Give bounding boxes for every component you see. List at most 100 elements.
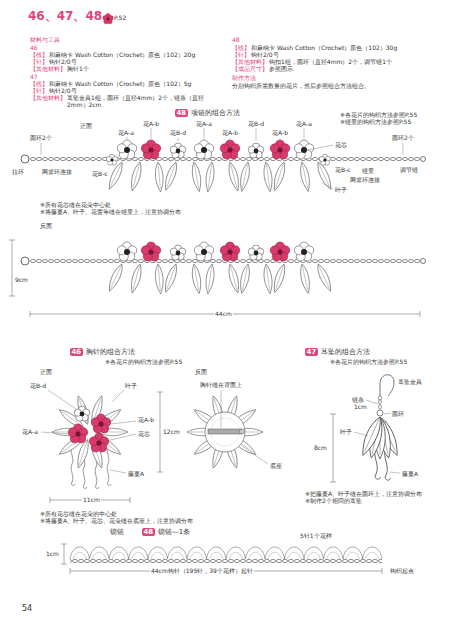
annotation-label: 【针】: [30, 87, 48, 94]
annotation-label: 网篮环连接: [350, 176, 380, 183]
label-slot: 54: [22, 604, 32, 613]
annotation-label: 【其他材料】: [30, 94, 66, 101]
label-slot: 【线】: [30, 80, 48, 87]
flower: [170, 143, 186, 158]
leaf: [154, 264, 164, 295]
leaf: [162, 161, 179, 192]
label-slot: 花A-a: [196, 120, 212, 127]
annotation-label: 46: [70, 348, 83, 356]
label-slot: 1cm: [46, 550, 59, 557]
annotation-label: 钩织起点: [390, 567, 414, 574]
annotation-label: 花B-c: [335, 166, 351, 173]
title-slot: 46、47、48: [28, 9, 102, 23]
flower: [141, 242, 160, 261]
flower: [117, 140, 136, 159]
annotation-label: 参照图示: [269, 65, 293, 72]
label-slot: 材料与工具: [30, 36, 60, 43]
label-slot: 参照图示: [269, 65, 293, 72]
annotation-label: 花A-a: [296, 120, 312, 127]
label-slot: 【其他材料】: [232, 58, 268, 65]
label-slot: 胸针1个: [67, 65, 89, 72]
label-slot: 叶子: [125, 382, 137, 389]
annotation-label: ※将藤蔓A、叶子、花蕾等缝在链里上，注意协调分布: [40, 208, 181, 215]
label-slot: 【其他材料】: [30, 65, 66, 72]
flower-icon: [103, 14, 114, 24]
label-slot: 花B-d: [30, 382, 46, 389]
label-slot: 圆环: [392, 410, 404, 417]
annotation-label: 胸针1个: [67, 65, 89, 72]
label-slot: 反面: [195, 368, 207, 375]
annotation-label: 项链的组合方法: [191, 109, 240, 117]
label-slot: 分别钩织所需数量的花片，然后参照组合方法组合。: [232, 82, 370, 89]
annotation-label: 花A-a: [118, 129, 134, 136]
label-slot: 正面: [40, 368, 52, 375]
leaf: [298, 161, 312, 192]
label-slot: 钩针2/0号: [251, 51, 279, 58]
label-slot: 花B-c: [92, 170, 108, 177]
leaf: [262, 161, 274, 192]
annotation-label: 11cm: [82, 496, 101, 503]
label-slot: 5针1个花样: [300, 532, 332, 539]
annotation-label: 1cm: [354, 403, 367, 410]
leaf: [226, 263, 241, 294]
dimension-line: [30, 311, 420, 317]
leaf: [271, 263, 287, 294]
annotation-label: 花A-b: [222, 129, 238, 136]
label-slot: 正面: [80, 122, 92, 129]
annotation-label: 8cm: [314, 444, 327, 451]
leader-line: [41, 128, 403, 189]
label-slot: 和麻纳卡 Wash Cotton（Crochet）原色（102）30g: [251, 44, 397, 51]
leaf: [358, 415, 385, 458]
flower: [270, 140, 289, 159]
flower: [248, 143, 264, 158]
annotation-label: 【其他材料】: [232, 58, 268, 65]
annotation-label: ※所有花芯缝在花朵的中心处: [40, 510, 117, 517]
label-slot: 【其他材料】: [30, 94, 66, 101]
label-slot: 44cm: [214, 310, 233, 317]
annotation-label: 圆环: [392, 410, 404, 417]
flower: [91, 414, 110, 433]
label-slot: 44cm钩针（195针，39个花样）起针: [150, 567, 254, 574]
flower: [220, 242, 239, 261]
label-slot: ※将藤蔓A、叶子、花蕾等缝在链里上，注意协调分布: [40, 208, 181, 215]
label-slot: 【针】: [30, 58, 48, 65]
leader-line: [221, 390, 268, 464]
label-slot: 11cm: [82, 496, 101, 503]
label-slot: 花芯: [335, 141, 347, 148]
flower: [270, 242, 289, 261]
annotation-label: 9cm: [15, 276, 28, 283]
leaf: [129, 161, 144, 192]
annotation-label: 花芯: [335, 141, 347, 148]
annotation-label: 反面: [40, 222, 52, 229]
annotation-label: 和麻纳卡 Wash Cotton（Crochet）原色（102）20g: [49, 51, 195, 58]
label-slot: 网篮环连接: [42, 168, 72, 175]
label-slot: 链里: [362, 167, 374, 174]
leaf: [262, 263, 274, 294]
label-slot: 花A-a: [22, 428, 38, 435]
annotation-label: P.52: [114, 14, 126, 21]
clasp-ring: [21, 257, 29, 265]
annotation-label: 钩针2/0号: [49, 58, 77, 65]
leaf: [129, 263, 144, 294]
annotation-label: 网篮环连接: [42, 168, 72, 175]
label-slot: ※将藤蔓A、叶子、花芯、花朵缝在底座上，注意协调分布: [40, 517, 193, 524]
flower: [248, 245, 264, 260]
label-slot: 【针】: [232, 51, 250, 58]
necklace-back: [9, 240, 426, 317]
annotation-label: 和麻纳卡 Wash Cotton（Crochet）原色（102）30g: [251, 44, 397, 51]
annotation-label: 花A-b: [272, 129, 288, 136]
annotation-label: 圆环2个: [392, 134, 414, 141]
label-slot: 叶子: [340, 428, 352, 435]
annotation-label: 锁链—1条: [158, 528, 190, 536]
flower: [117, 242, 136, 261]
label-slot: 48: [142, 528, 157, 536]
label-slot: 花A-b: [138, 416, 154, 423]
annotation-label: 反面: [195, 368, 207, 375]
page-title: 46、47、48: [28, 9, 102, 23]
leaf: [190, 161, 203, 192]
annotation-label: ※制作2个相同的耳坠: [305, 497, 362, 504]
leaf: [238, 263, 252, 294]
flower: [68, 424, 87, 443]
label-slot: 和麻纳卡 Wash Cotton（Crochet）原色（102）5g: [49, 80, 191, 87]
label-slot: 藤蔓A: [402, 470, 418, 477]
